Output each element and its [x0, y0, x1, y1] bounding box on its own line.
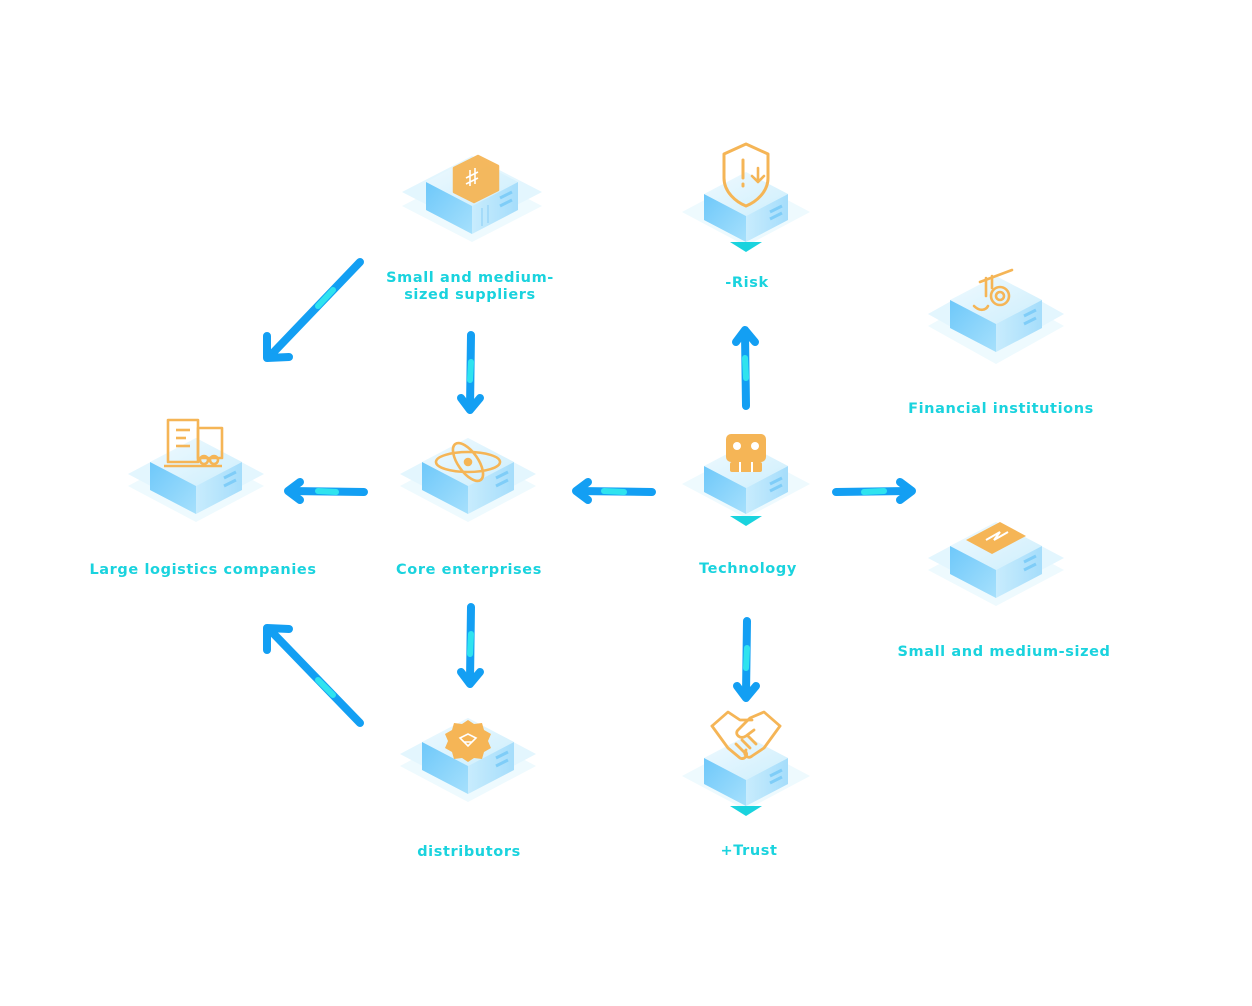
server-block — [950, 276, 1042, 352]
node-marker — [730, 806, 762, 816]
arrow-technology-to-institutions — [832, 478, 916, 504]
arrow-technology-to-trust — [733, 617, 760, 702]
node-suppliers[interactable] — [402, 154, 542, 242]
label-sme: Small and medium-sized — [897, 644, 1111, 660]
node-core[interactable] — [400, 438, 536, 522]
arrow-core-to-logistics — [284, 478, 368, 504]
label-trust: +Trust — [720, 843, 778, 859]
shield-alert-icon — [722, 142, 770, 208]
arrow-technology-to-core — [572, 478, 656, 504]
label-suppliers: Small and medium-sized suppliers — [386, 270, 554, 303]
arrow-core-to-distributors — [457, 603, 484, 688]
node-marker — [730, 516, 762, 526]
node-logistics[interactable] — [128, 418, 264, 522]
node-distributors[interactable] — [400, 718, 536, 802]
badge-seal-icon — [445, 720, 491, 762]
truck-icon — [164, 418, 224, 468]
label-logistics: Large logistics companies — [89, 562, 317, 578]
node-technology[interactable] — [682, 434, 810, 526]
label-financial: Financial institutions — [908, 401, 1094, 417]
label-core: Core enterprises — [396, 562, 542, 578]
wallet-card-icon — [966, 522, 1026, 554]
bank-building-icon — [972, 268, 1014, 312]
server-block — [704, 736, 788, 806]
label-distributors: distributors — [417, 844, 521, 860]
robot-icon — [726, 434, 766, 472]
arrow-distributors-to-logistics — [263, 624, 364, 727]
node-sme[interactable] — [928, 522, 1064, 606]
arrow-technology-to-risk — [732, 326, 759, 410]
label-technology: Technology — [699, 561, 797, 577]
node-marker — [730, 242, 762, 252]
label-risk: -Risk — [725, 275, 769, 291]
handshake-icon — [710, 710, 782, 760]
arrow-suppliers-to-core — [457, 331, 484, 414]
node-trust[interactable] — [682, 710, 810, 816]
invoice-document-icon — [452, 154, 500, 204]
arrows-layer — [263, 258, 916, 727]
atom-icon — [434, 441, 502, 483]
node-risk[interactable] — [682, 142, 810, 252]
node-financial[interactable] — [928, 268, 1064, 364]
arrow-suppliers-to-logistics — [263, 258, 364, 362]
